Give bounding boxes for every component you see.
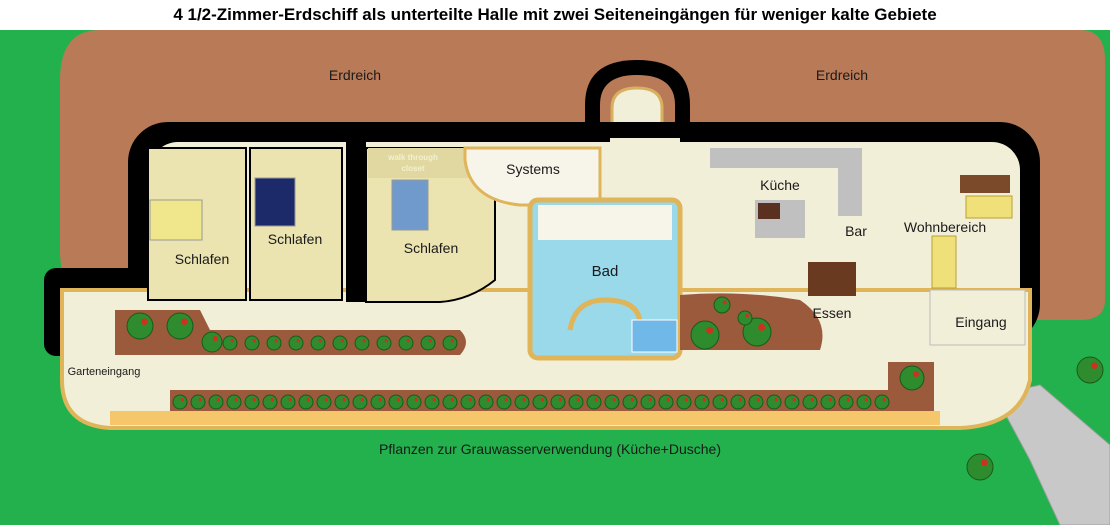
plant-icon bbox=[737, 310, 753, 326]
plant-icon bbox=[874, 394, 890, 410]
plant-icon bbox=[266, 335, 282, 351]
plant-icon bbox=[478, 394, 494, 410]
plant-icon bbox=[316, 394, 332, 410]
plant-icon bbox=[514, 394, 530, 410]
plant-icon bbox=[802, 394, 818, 410]
plant-icon bbox=[856, 394, 872, 410]
plant-icon bbox=[354, 335, 370, 351]
plant-icon bbox=[280, 394, 296, 410]
plant-icon bbox=[640, 394, 656, 410]
plant-icon bbox=[208, 394, 224, 410]
plant-icon bbox=[838, 394, 854, 410]
plant-icon bbox=[222, 335, 238, 351]
rail bbox=[110, 411, 940, 425]
plant-icon bbox=[166, 312, 194, 340]
label-bar: Bar bbox=[845, 223, 867, 239]
plant-icon bbox=[244, 335, 260, 351]
stone-path bbox=[994, 384, 1110, 525]
plant-icon bbox=[496, 394, 512, 410]
page-title: 4 1/2-Zimmer-Erdschiff als unterteilte H… bbox=[0, 0, 1110, 30]
plant-icon bbox=[262, 394, 278, 410]
plant-icon bbox=[550, 394, 566, 410]
plant-icon bbox=[398, 335, 414, 351]
label-bedroom-2: Schlafen bbox=[268, 231, 322, 247]
plant-icon bbox=[966, 453, 994, 481]
plant-icon bbox=[568, 394, 584, 410]
plant-icon bbox=[332, 335, 348, 351]
plant-icon bbox=[784, 394, 800, 410]
plant-icon bbox=[298, 394, 314, 410]
label-bath: Bad bbox=[592, 263, 619, 280]
dining-table bbox=[808, 262, 856, 296]
label-systems: Systems bbox=[506, 161, 560, 177]
plant-icon bbox=[820, 394, 836, 410]
label-garden-entrance: Garteneingang bbox=[68, 366, 141, 378]
plant-icon bbox=[690, 320, 720, 350]
plant-icon bbox=[420, 335, 436, 351]
plant-icon bbox=[370, 394, 386, 410]
plant-icon bbox=[376, 335, 392, 351]
plant-icon bbox=[748, 394, 764, 410]
label-dining: Essen bbox=[813, 305, 852, 321]
plant-icon bbox=[676, 394, 692, 410]
plant-icon bbox=[586, 394, 602, 410]
plant-icon bbox=[899, 365, 925, 391]
plant-icon bbox=[442, 335, 458, 351]
label-bedroom-1: Schlafen bbox=[175, 251, 229, 267]
plant-icon bbox=[766, 394, 782, 410]
plant-icon bbox=[334, 394, 350, 410]
label-bedroom-3: Schlafen bbox=[404, 240, 458, 256]
plant-icon bbox=[712, 394, 728, 410]
plant-icon bbox=[460, 394, 476, 410]
plant-icon bbox=[622, 394, 638, 410]
plant-icon bbox=[442, 394, 458, 410]
plant-icon bbox=[713, 296, 731, 314]
plant-icon bbox=[694, 394, 710, 410]
label-earth-right: Erdreich bbox=[816, 67, 868, 83]
kitchen-counter bbox=[710, 148, 860, 168]
plant-icon bbox=[226, 394, 242, 410]
plant-icon bbox=[310, 335, 326, 351]
plant-icon bbox=[352, 394, 368, 410]
label-kitchen: Küche bbox=[760, 177, 800, 193]
plant-icon bbox=[604, 394, 620, 410]
plant-icon bbox=[288, 335, 304, 351]
label-living: Wohnbereich bbox=[904, 219, 986, 235]
plant-icon bbox=[406, 394, 422, 410]
plant-icon bbox=[244, 394, 260, 410]
plant-icon bbox=[658, 394, 674, 410]
plant-icon bbox=[1076, 356, 1104, 384]
planter-lower bbox=[170, 390, 890, 414]
plant-icon bbox=[126, 312, 154, 340]
entrance-area bbox=[929, 289, 1026, 346]
plant-icon bbox=[424, 394, 440, 410]
plant-icon bbox=[190, 394, 206, 410]
plant-icon bbox=[730, 394, 746, 410]
plant-icon bbox=[388, 394, 404, 410]
label-entrance: Eingang bbox=[955, 314, 1006, 330]
plant-icon bbox=[201, 331, 223, 353]
label-planters-caption: Pflanzen zur Grauwasserverwendung (Küche… bbox=[379, 441, 721, 457]
plant-icon bbox=[172, 394, 188, 410]
plant-icon bbox=[532, 394, 548, 410]
label-earth-left: Erdreich bbox=[329, 67, 381, 83]
